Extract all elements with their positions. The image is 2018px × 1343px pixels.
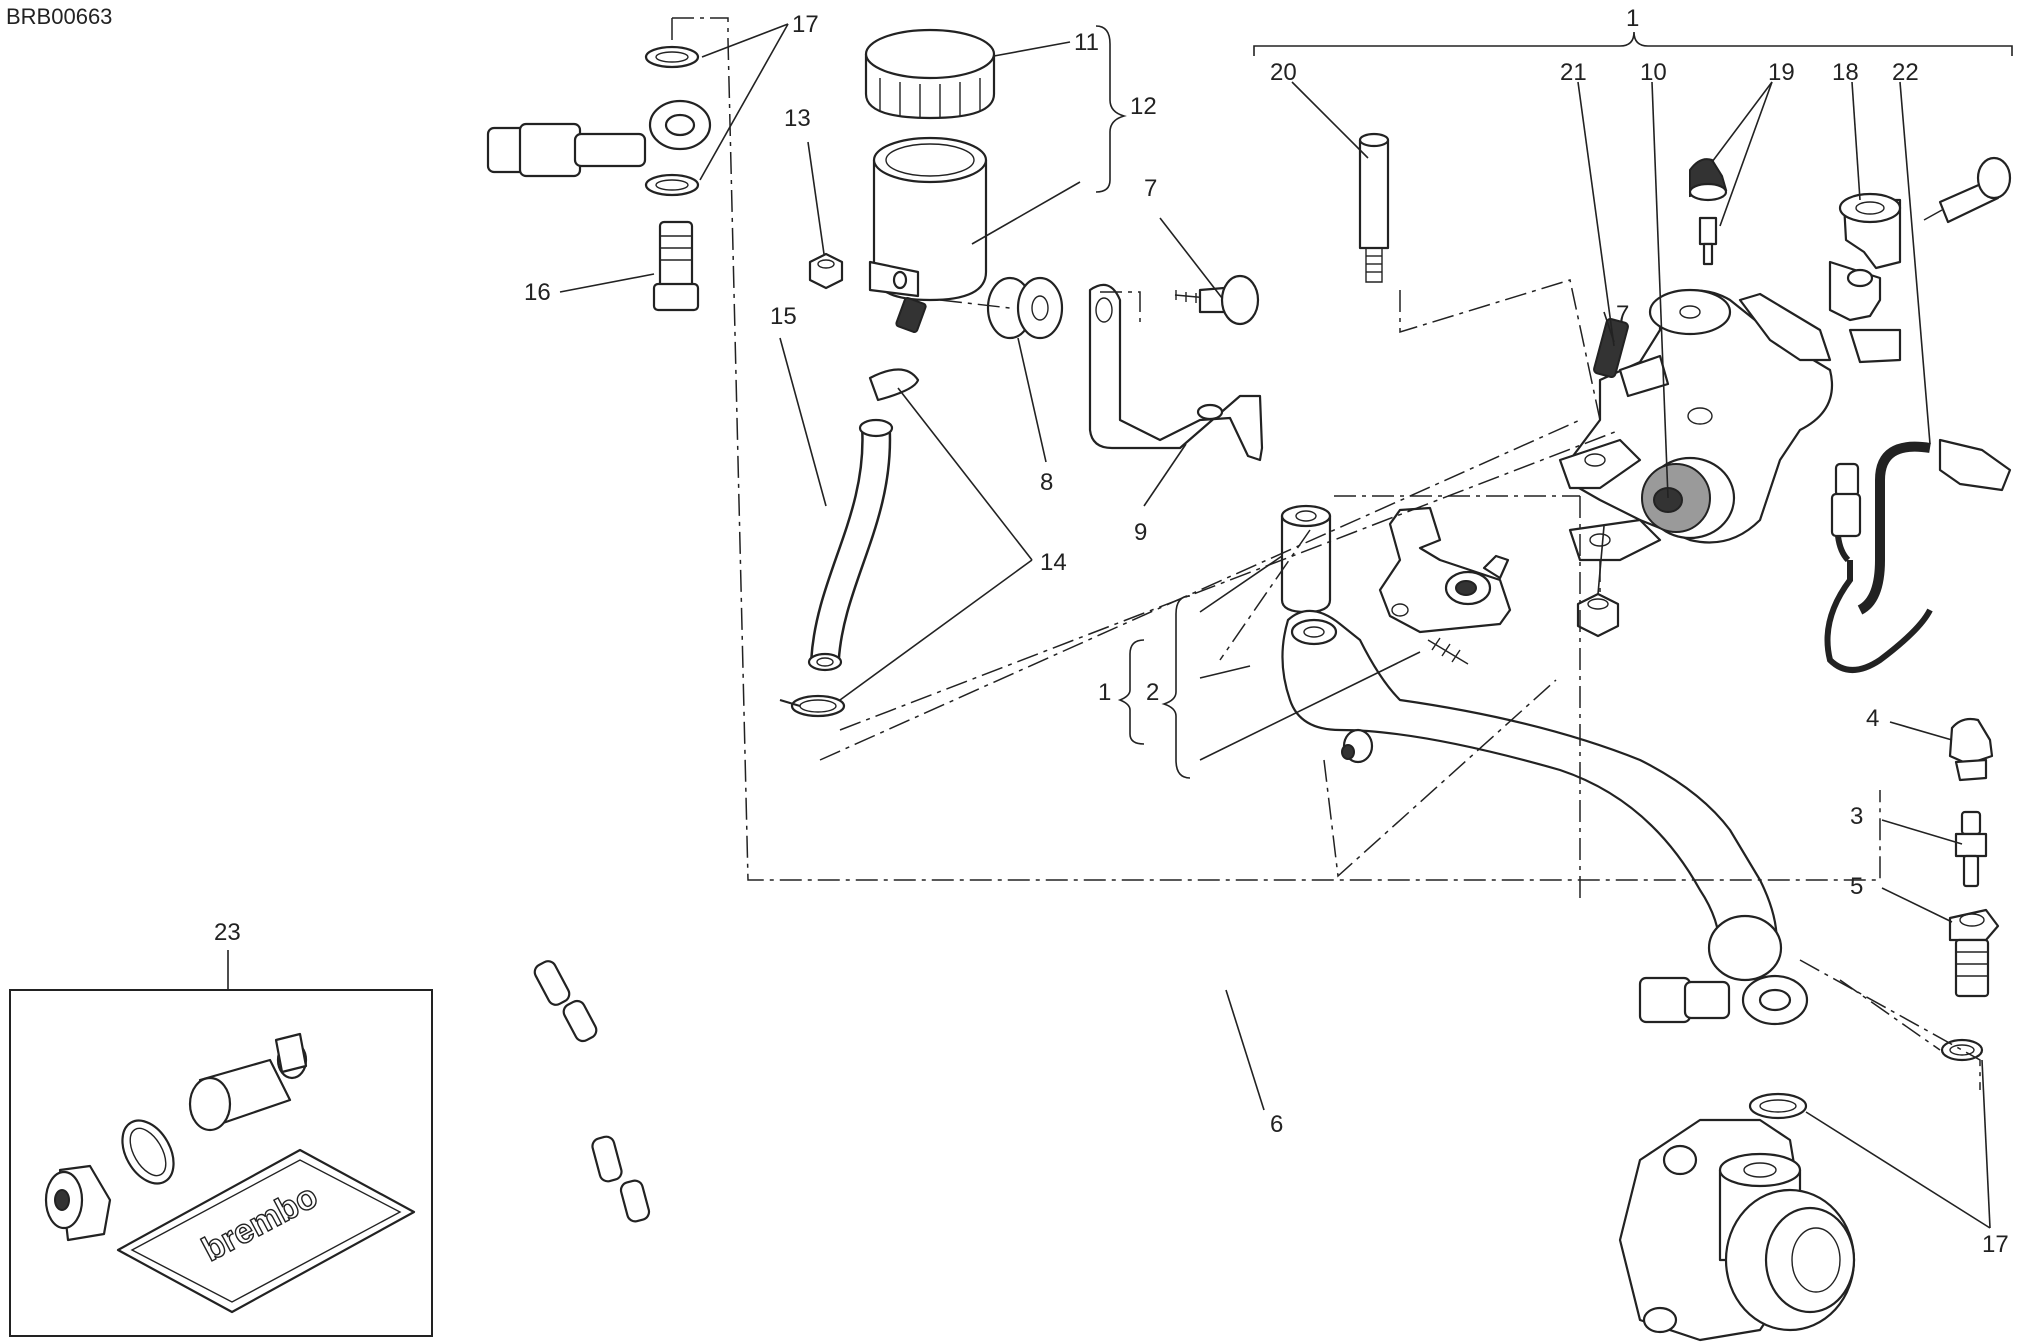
callout-3: 3 <box>1850 803 1863 830</box>
banjo-bolt-16 <box>644 45 700 312</box>
lever-assembly <box>1280 504 1783 982</box>
assembly-lines <box>671 17 1981 1090</box>
callouts: 1 1 2 3 4 5 6 7 7 8 9 10 11 12 13 14 15 … <box>214 5 2009 1258</box>
clutch-hose-6 <box>0 99 1809 1232</box>
callout-18: 18 <box>1832 59 1859 86</box>
reservoir-hose-15 <box>779 368 920 718</box>
callout-10: 10 <box>1640 59 1667 86</box>
callout-23: 23 <box>214 919 241 946</box>
clamp-18 <box>1828 192 1902 364</box>
callout-2: 2 <box>1146 679 1159 706</box>
slave-cylinder <box>1618 1092 1856 1342</box>
braces <box>1095 25 2013 779</box>
callout-5: 5 <box>1850 873 1863 900</box>
bracket-9 <box>1088 283 1264 462</box>
callout-20: 20 <box>1270 59 1297 86</box>
callout-19: 19 <box>1768 59 1795 86</box>
callout-7-top: 7 <box>1144 175 1157 202</box>
callout-13: 13 <box>784 105 811 132</box>
callout-1-top: 1 <box>1626 5 1639 32</box>
callout-8: 8 <box>1040 469 1053 496</box>
master-cylinder-body <box>1558 288 1834 638</box>
callout-4: 4 <box>1866 705 1879 732</box>
callout-6: 6 <box>1270 1111 1283 1138</box>
clamp-bolt <box>1923 156 2012 224</box>
callout-9: 9 <box>1134 519 1147 546</box>
bleeder-19 <box>1688 158 1728 266</box>
callout-17-bottom: 17 <box>1982 1231 2009 1258</box>
grommet-8 <box>986 276 1064 340</box>
leader-lines <box>227 23 1991 1229</box>
pivot-bolt-20 <box>1358 132 1390 283</box>
callout-12: 12 <box>1130 93 1157 120</box>
callout-1-left: 1 <box>1098 679 1111 706</box>
bolt-7 <box>1174 274 1260 326</box>
callout-15: 15 <box>770 303 797 330</box>
callout-21: 21 <box>1560 59 1587 86</box>
callout-14: 14 <box>1040 549 1067 576</box>
drawing-code: BRB00663 <box>6 4 112 29</box>
clutch-switch-22 <box>1824 438 2012 673</box>
right-fittings <box>1940 717 2000 1062</box>
repair-kit-23: brembo <box>9 989 433 1337</box>
reservoir-assembly <box>808 28 996 334</box>
callout-22: 22 <box>1892 59 1919 86</box>
callout-11: 11 <box>1074 29 1099 56</box>
callout-7-mid: 7 <box>1616 301 1629 328</box>
callout-16: 16 <box>524 279 551 306</box>
callout-17-top: 17 <box>792 11 819 38</box>
